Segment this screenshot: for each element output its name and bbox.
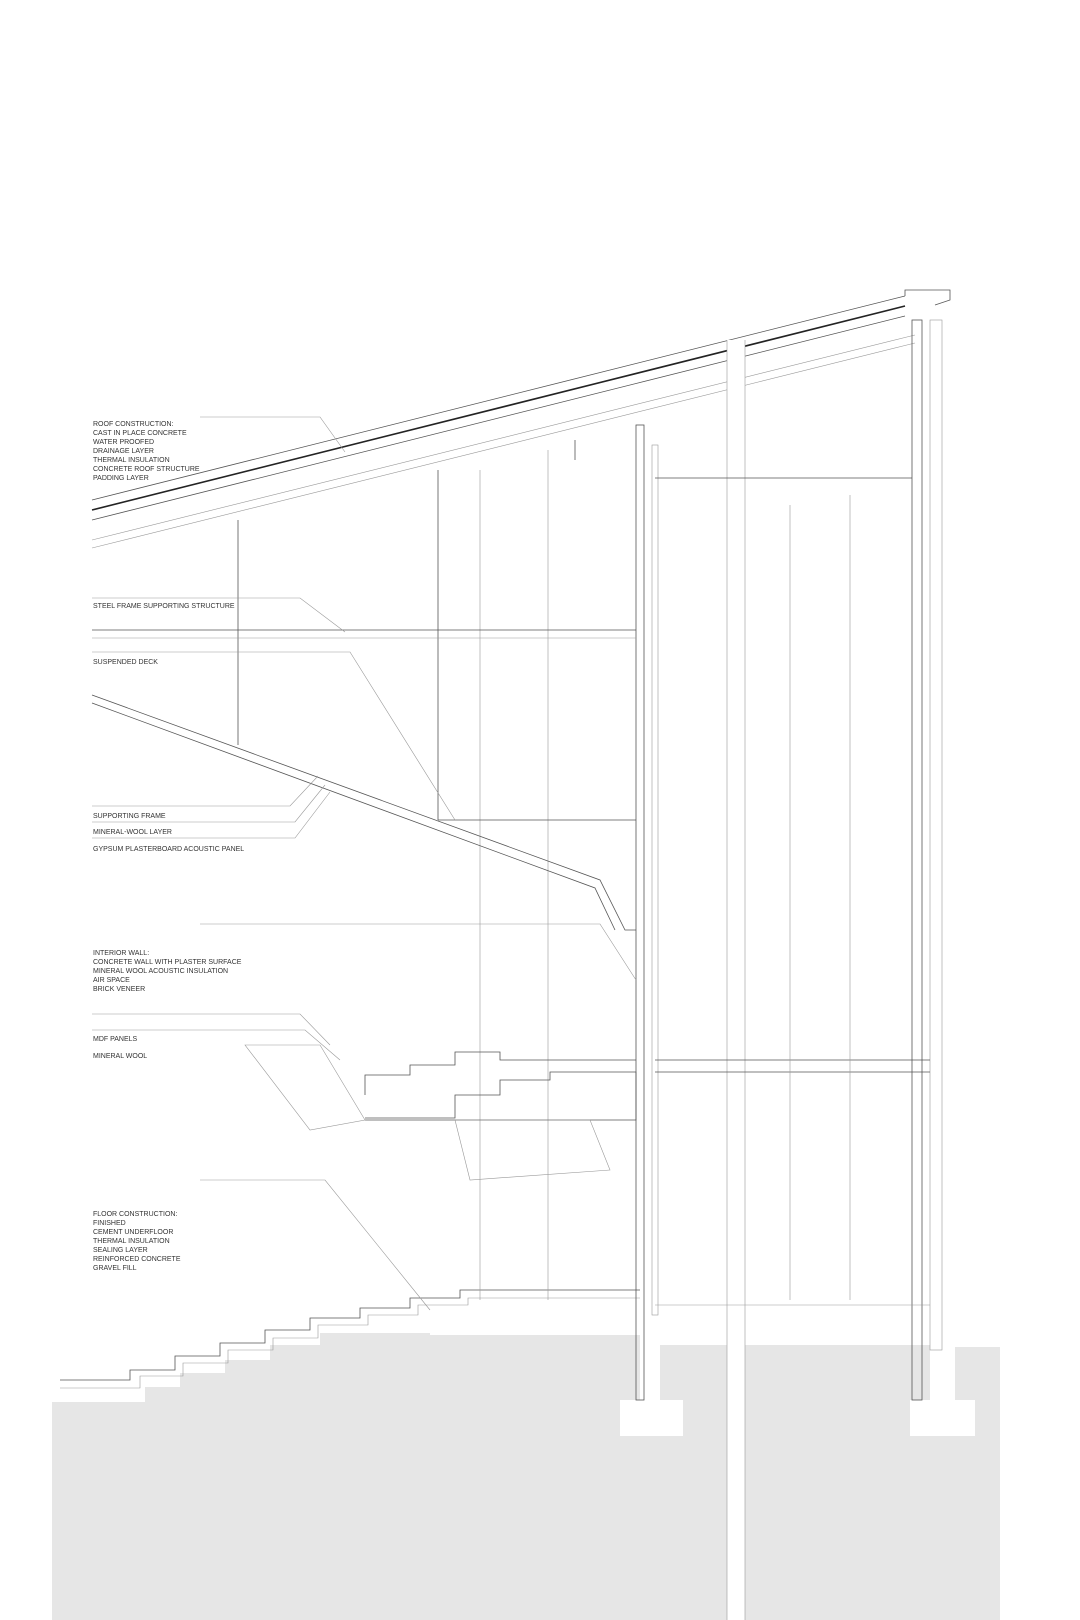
svg-text:FLOOR CONSTRUCTION:: FLOOR CONSTRUCTION: [93,1211,177,1218]
svg-text:CONCRETE ROOF STRUCTURE: CONCRETE ROOF STRUCTURE [93,466,200,473]
label-gypsum-panel: GYPSUM PLASTERBOARD ACOUSTIC PANEL [93,846,244,853]
label-steel-frame: STEEL FRAME SUPPORTING STRUCTURE [93,603,235,610]
svg-text:GRAVEL FILL: GRAVEL FILL [93,1265,137,1272]
svg-text:DRAINAGE LAYER: DRAINAGE LAYER [93,448,154,455]
svg-text:MINERAL WOOL ACOUSTIC INSULATI: MINERAL WOOL ACOUSTIC INSULATION [93,968,228,975]
label-mineral-wool-layer: MINERAL-WOOL LAYER [93,829,172,836]
label-interior-wall: INTERIOR WALL: CONCRETE WALL WITH PLASTE… [93,950,242,993]
svg-text:THERMAL INSULATION: THERMAL INSULATION [93,1238,170,1245]
balcony-steps [364,1051,637,1121]
leader-lines [92,416,637,1311]
svg-text:WATER PROOFED: WATER PROOFED [93,439,154,446]
ground-fill-right [745,1345,1000,1620]
balcony-soffit [244,1044,611,1181]
svg-text:ROOF CONSTRUCTION:: ROOF CONSTRUCTION: [93,421,174,428]
svg-text:CEMENT UNDERFLOOR: CEMENT UNDERFLOOR [93,1229,173,1236]
svg-text:BRICK VENEER: BRICK VENEER [93,986,145,993]
svg-text:PADDING LAYER: PADDING LAYER [93,475,149,482]
svg-text:CAST IN PLACE CONCRETE: CAST IN PLACE CONCRETE [93,430,187,437]
steel-frame [92,440,636,821]
label-supporting-frame: SUPPORTING FRAME [93,813,166,820]
svg-text:INTERIOR WALL:: INTERIOR WALL: [93,950,149,957]
label-mineral-wool: MINERAL WOOL [93,1053,147,1060]
roof [91,289,951,549]
svg-text:THERMAL INSULATION: THERMAL INSULATION [93,457,170,464]
lower-seating-steps [60,1289,640,1381]
svg-text:FINISHED: FINISHED [93,1220,126,1227]
svg-text:SEALING LAYER: SEALING LAYER [93,1247,148,1254]
label-floor-construction: FLOOR CONSTRUCTION: FINISHED CEMENT UNDE… [93,1211,181,1272]
svg-text:AIR SPACE: AIR SPACE [93,977,130,984]
ground-fill [52,1333,727,1620]
svg-text:REINFORCED CONCRETE: REINFORCED CONCRETE [93,1256,181,1263]
label-roof-construction: ROOF CONSTRUCTION: CAST IN PLACE CONCRET… [93,421,200,482]
label-suspended-deck: SUSPENDED DECK [93,659,158,666]
label-mdf-panels: MDF PANELS [93,1036,138,1043]
structure [479,319,943,1620]
suspended-deck [91,694,636,931]
svg-text:CONCRETE WALL WITH PLASTER SUR: CONCRETE WALL WITH PLASTER SURFACE [93,959,242,966]
